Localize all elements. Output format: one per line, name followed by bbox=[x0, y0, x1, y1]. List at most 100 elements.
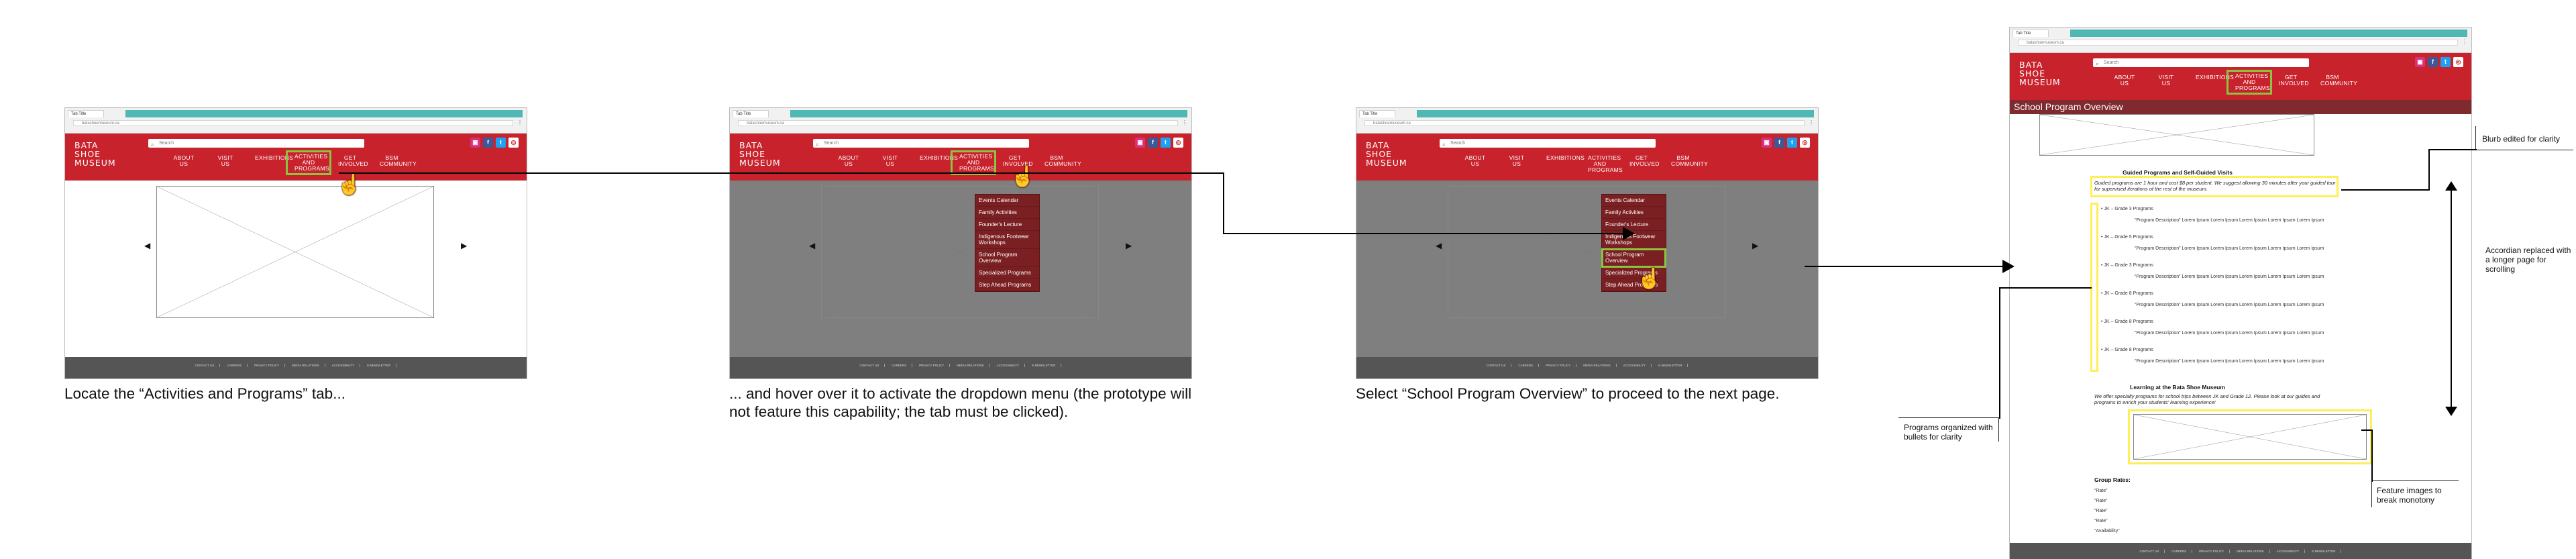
tripadvisor-icon[interactable]: ◎ bbox=[1800, 138, 1810, 148]
footer-link[interactable]: PRIVACY POLICY bbox=[2199, 550, 2231, 553]
footer-link[interactable]: ACCESSIBILITY bbox=[2277, 550, 2306, 553]
carousel-next-icon[interactable]: ▶ bbox=[1752, 241, 1759, 250]
footer-link[interactable]: CONTACT US bbox=[2140, 550, 2165, 553]
nav-item-4[interactable]: GET INVOLVED bbox=[1629, 154, 1660, 167]
facebook-icon[interactable]: f bbox=[1148, 138, 1158, 148]
carousel-prev-icon[interactable]: ◀ bbox=[144, 241, 151, 250]
address-bar[interactable]: batashoemuseum.ca bbox=[2018, 40, 2458, 46]
tripadvisor-icon[interactable]: ◎ bbox=[1173, 138, 1183, 148]
browser-menu-icon[interactable]: ⋮ bbox=[2462, 39, 2467, 45]
dropdown-item-0[interactable]: Events Calendar bbox=[1602, 195, 1666, 207]
program-item[interactable]: • JK – Grade 3 Programs bbox=[2101, 263, 2153, 268]
browser-menu-icon[interactable]: ⋮ bbox=[1182, 119, 1187, 125]
nav-item-2[interactable]: EXHIBITIONS bbox=[2196, 74, 2235, 81]
nav-item-0[interactable]: ABOUT US bbox=[1464, 154, 1486, 167]
instagram-icon[interactable]: ▣ bbox=[1135, 138, 1145, 148]
footer-link[interactable]: CONTACT US bbox=[1487, 364, 1512, 367]
nav-item-5[interactable]: BSM COMMUNITY bbox=[2320, 74, 2358, 87]
footer-link[interactable]: CAREERS bbox=[892, 364, 913, 367]
carousel-prev-icon[interactable]: ◀ bbox=[809, 241, 816, 250]
twitter-icon[interactable]: t bbox=[1787, 138, 1797, 148]
nav-item-3[interactable]: ACTIVITIES AND PROGRAMS bbox=[2226, 70, 2272, 95]
browser-menu-icon[interactable]: ⋮ bbox=[517, 119, 523, 125]
nav-item-1[interactable]: VISIT US bbox=[2158, 74, 2174, 87]
footer-link[interactable]: CAREERS bbox=[1518, 364, 1540, 367]
footer-link[interactable]: MEDIA RELATIONS bbox=[292, 364, 325, 367]
nav-item-5[interactable]: BSM COMMUNITY bbox=[380, 154, 417, 167]
browser-tab[interactable]: Tab Title bbox=[2012, 30, 2049, 37]
address-bar[interactable]: batashoemuseum.ca bbox=[738, 120, 1178, 126]
address-bar[interactable]: batashoemuseum.ca bbox=[1364, 120, 1805, 126]
twitter-icon[interactable]: t bbox=[1161, 138, 1171, 148]
nav-item-1[interactable]: VISIT US bbox=[882, 154, 898, 167]
program-item[interactable]: • JK – Grade 8 Programs bbox=[2101, 348, 2153, 352]
program-item[interactable]: • JK – Grade 3 Programs bbox=[2101, 207, 2153, 211]
carousel-next-icon[interactable]: ▶ bbox=[1126, 241, 1132, 250]
footer-link[interactable]: E-NEWSLETTER bbox=[2312, 550, 2342, 553]
nav-item-2[interactable]: EXHIBITIONS bbox=[920, 154, 959, 161]
nav-item-0[interactable]: ABOUT US bbox=[2114, 74, 2135, 87]
instagram-icon[interactable]: ▣ bbox=[1762, 138, 1772, 148]
dropdown-item-3[interactable]: Indigenous Footwear Workshops bbox=[975, 231, 1039, 249]
browser-tab[interactable]: Tab Title bbox=[68, 110, 104, 117]
program-item[interactable]: • JK – Grade 8 Programs bbox=[2101, 319, 2153, 324]
dropdown-item-1[interactable]: Family Activities bbox=[975, 207, 1039, 219]
nav-item-4[interactable]: GET INVOLVED bbox=[338, 154, 368, 167]
address-bar[interactable]: batashoemuseum.ca bbox=[73, 120, 513, 126]
instagram-icon[interactable]: ▣ bbox=[470, 138, 480, 148]
footer-link[interactable]: CAREERS bbox=[227, 364, 248, 367]
nav-item-1[interactable]: VISIT US bbox=[217, 154, 233, 167]
footer-link[interactable]: CONTACT US bbox=[195, 364, 221, 367]
nav-item-3[interactable]: ACTIVITIES AND PROGRAMS bbox=[951, 150, 996, 175]
dropdown-item-6[interactable]: Step Ahead Programs bbox=[1602, 279, 1666, 291]
nav-item-1[interactable]: VISIT US bbox=[1509, 154, 1525, 167]
footer-link[interactable]: MEDIA RELATIONS bbox=[957, 364, 990, 367]
footer-link[interactable]: ACCESSIBILITY bbox=[1623, 364, 1652, 367]
dropdown-item-4[interactable]: School Program Overview bbox=[975, 249, 1039, 267]
nav-item-4[interactable]: GET INVOLVED bbox=[2279, 74, 2309, 87]
dropdown-item-5[interactable]: Specialized Programs bbox=[975, 267, 1039, 279]
nav-item-3[interactable]: ACTIVITIES AND PROGRAMS bbox=[286, 150, 331, 175]
nav-item-5[interactable]: BSM COMMUNITY bbox=[1671, 154, 1709, 167]
facebook-icon[interactable]: f bbox=[483, 138, 493, 148]
facebook-icon[interactable]: f bbox=[2428, 57, 2438, 67]
nav-item-4[interactable]: GET INVOLVED bbox=[1003, 154, 1033, 167]
dropdown-item-1[interactable]: Family Activities bbox=[1602, 207, 1666, 219]
nav-item-0[interactable]: ABOUT US bbox=[838, 154, 859, 167]
footer-link[interactable]: CAREERS bbox=[2171, 550, 2193, 553]
footer-link[interactable]: MEDIA RELATIONS bbox=[2237, 550, 2270, 553]
nav-item-2[interactable]: EXHIBITIONS bbox=[255, 154, 294, 161]
footer-link[interactable]: PRIVACY POLICY bbox=[1546, 364, 1577, 367]
nav-item-2[interactable]: EXHIBITIONS bbox=[1546, 154, 1585, 161]
search-input[interactable]: ⌕Search bbox=[148, 139, 364, 148]
facebook-icon[interactable]: f bbox=[1774, 138, 1784, 148]
footer-link[interactable]: ACCESSIBILITY bbox=[997, 364, 1026, 367]
nav-item-0[interactable]: ABOUT US bbox=[173, 154, 195, 167]
dropdown-item-4[interactable]: School Program Overview bbox=[1601, 248, 1666, 268]
browser-tab[interactable]: Tab Title bbox=[733, 110, 769, 117]
dropdown-item-0[interactable]: Events Calendar bbox=[975, 195, 1039, 207]
carousel-next-icon[interactable]: ▶ bbox=[461, 241, 468, 250]
dropdown-item-2[interactable]: Founder's Lecture bbox=[975, 219, 1039, 231]
carousel-prev-icon[interactable]: ◀ bbox=[1436, 241, 1442, 250]
tripadvisor-icon[interactable]: ◎ bbox=[508, 138, 519, 148]
footer-link[interactable]: PRIVACY POLICY bbox=[919, 364, 951, 367]
footer-link[interactable]: E-NEWSLETTER bbox=[1658, 364, 1688, 367]
footer-link[interactable]: E-NEWSLETTER bbox=[1032, 364, 1062, 367]
nav-item-3[interactable]: ACTIVITIES AND PROGRAMS bbox=[1588, 154, 1623, 173]
tripadvisor-icon[interactable]: ◎ bbox=[2453, 57, 2463, 67]
browser-tab[interactable]: Tab Title bbox=[1359, 110, 1395, 117]
twitter-icon[interactable]: t bbox=[496, 138, 506, 148]
footer-link[interactable]: CONTACT US bbox=[860, 364, 885, 367]
twitter-icon[interactable]: t bbox=[2440, 57, 2451, 67]
instagram-icon[interactable]: ▣ bbox=[2415, 57, 2425, 67]
dropdown-item-5[interactable]: Specialized Programs bbox=[1602, 267, 1666, 279]
nav-item-5[interactable]: BSM COMMUNITY bbox=[1044, 154, 1082, 167]
footer-link[interactable]: MEDIA RELATIONS bbox=[1583, 364, 1617, 367]
program-item[interactable]: • JK – Grade 5 Programs bbox=[2101, 235, 2153, 240]
browser-menu-icon[interactable]: ⋮ bbox=[1809, 119, 1814, 125]
